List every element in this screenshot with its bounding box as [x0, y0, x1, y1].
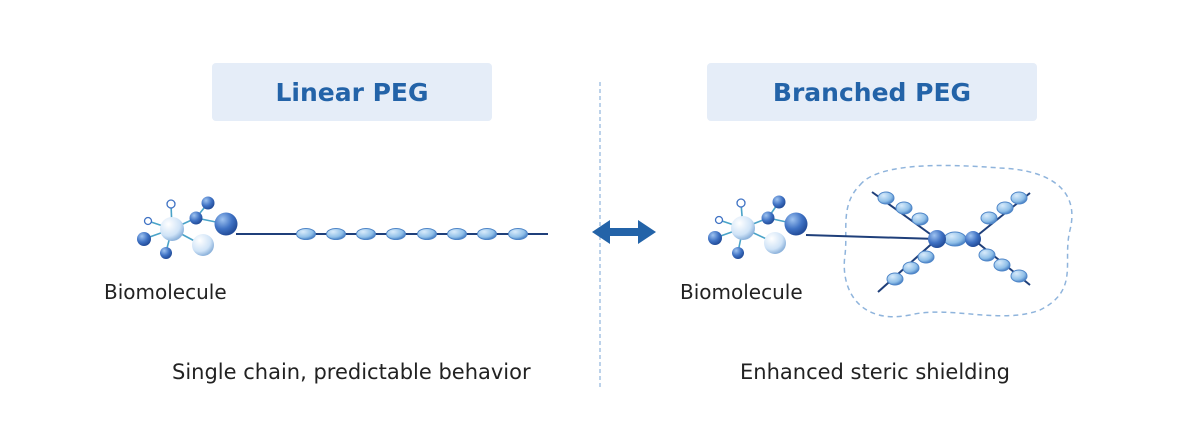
- left-biomolecule-label: Biomolecule: [104, 280, 227, 304]
- left-biomolecule: [137, 196, 238, 259]
- right-biomolecule: [708, 195, 808, 259]
- double-headed-arrow-icon: [592, 220, 656, 244]
- branched-peg-title: Branched PEG: [707, 63, 1037, 121]
- branched-peg-title-text: Branched PEG: [772, 77, 972, 107]
- branched-chain: [805, 191, 1031, 293]
- branch-node-right: [965, 231, 981, 247]
- branch-node-left: [928, 230, 946, 248]
- linear-chain-beads: [296, 228, 528, 240]
- right-biomolecule-label: Biomolecule: [680, 280, 803, 304]
- branched-peg-caption: Enhanced steric shielding: [740, 360, 1010, 384]
- linear-peg-caption: Single chain, predictable behavior: [172, 360, 531, 384]
- steric-shield-cloud: [843, 164, 1073, 318]
- linear-peg-title: Linear PEG: [212, 63, 492, 121]
- linear-peg-title-text: Linear PEG: [275, 77, 429, 107]
